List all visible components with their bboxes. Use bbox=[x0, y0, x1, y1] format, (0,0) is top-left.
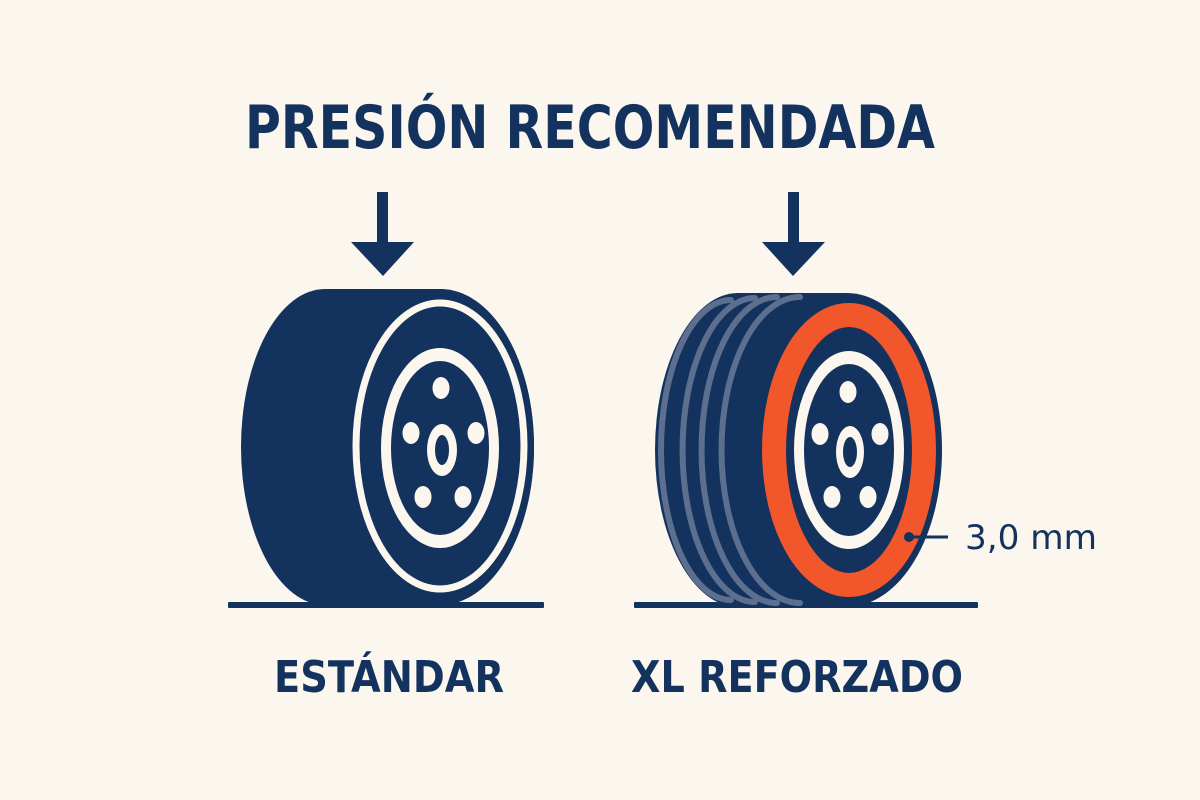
standard-tire bbox=[241, 289, 534, 605]
lug-nut bbox=[467, 422, 485, 444]
annotation-thickness-label: 3,0 mm bbox=[965, 518, 1097, 558]
label-standard: ESTÁNDAR bbox=[274, 650, 504, 703]
label-xl-reinforced: XL REFORZADO bbox=[631, 652, 963, 703]
center-hub-hole bbox=[843, 437, 857, 467]
down-arrow-icon bbox=[762, 192, 825, 276]
xl-tread-grooves bbox=[658, 294, 803, 606]
down-arrow-icon bbox=[351, 192, 414, 276]
lug-nut bbox=[402, 422, 420, 444]
lug-nut bbox=[823, 486, 841, 508]
xl-reinforced-band bbox=[762, 303, 936, 597]
lug-nut bbox=[811, 423, 829, 445]
standard-rim-outer-ring bbox=[352, 299, 528, 593]
lug-nut bbox=[871, 423, 889, 445]
lug-nut bbox=[839, 381, 857, 403]
center-hub-hole bbox=[435, 435, 449, 465]
lug-nut bbox=[432, 377, 450, 399]
lug-nut bbox=[414, 486, 432, 508]
page-title: PRESIÓN RECOMENDADA bbox=[245, 92, 935, 163]
lug-nut bbox=[859, 486, 877, 508]
xl-tire bbox=[655, 293, 942, 607]
lug-nut bbox=[454, 486, 472, 508]
